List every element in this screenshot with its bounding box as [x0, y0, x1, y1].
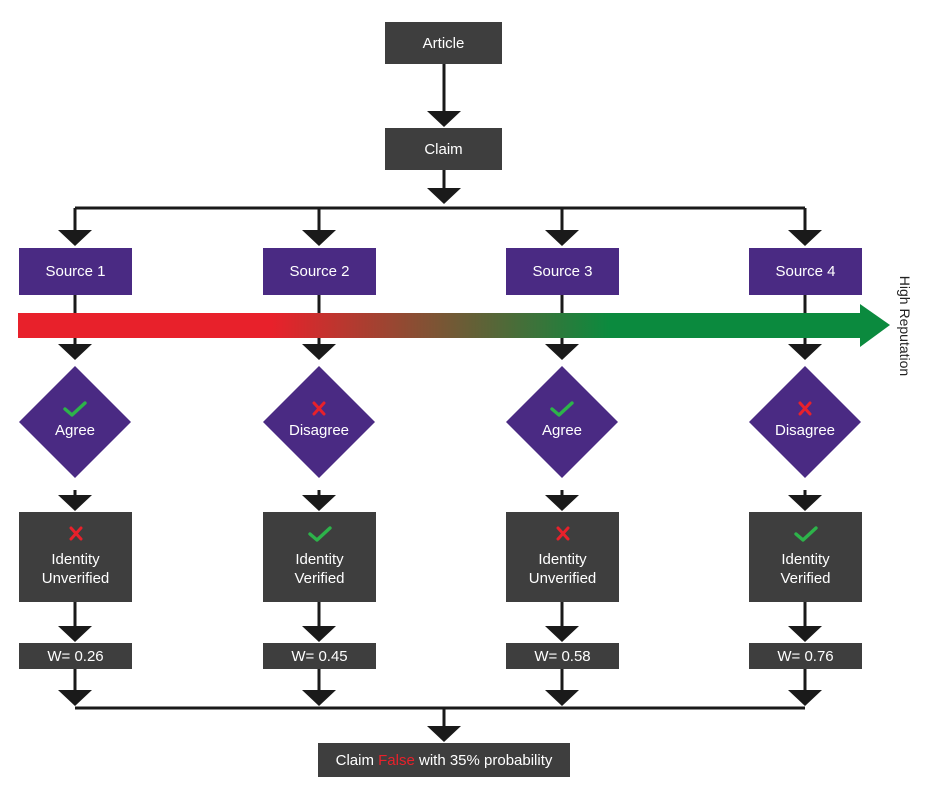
identity-line-1: Identity [295, 551, 344, 568]
weight-node: W= 0.45 [263, 643, 376, 669]
cross-icon [798, 401, 812, 421]
decision-label: Agree [54, 422, 96, 439]
identity-node: Identity Unverified [506, 512, 619, 602]
identity-node: Identity Verified [263, 512, 376, 602]
reputation-arrow-head [860, 304, 890, 347]
arrow-head [58, 344, 92, 360]
decision-label: Disagree [288, 422, 350, 439]
source-node: Source 4 [749, 248, 862, 295]
arrow-head [788, 495, 822, 511]
arrow-head [427, 188, 461, 204]
source-label: Source 1 [45, 263, 106, 280]
arrow-head [545, 495, 579, 511]
result-prefix: Claim [335, 751, 374, 769]
result-suffix: with 35% probability [418, 751, 553, 769]
source-label: Source 2 [289, 263, 350, 280]
decision-label: Disagree [774, 422, 836, 439]
weight-label: W= 0.58 [534, 647, 591, 665]
identity-line-1: Identity [781, 551, 830, 568]
arrow-head [58, 690, 92, 706]
decision-diamond [749, 366, 861, 478]
high-reputation-label: High Reputation [897, 275, 913, 377]
arrow-head [58, 626, 92, 642]
arrow-head [302, 495, 336, 511]
identity-line-1: Identity [538, 551, 587, 568]
weight-label: W= 0.26 [47, 647, 104, 665]
source-node: Source 2 [263, 248, 376, 295]
source-node: Source 3 [506, 248, 619, 295]
arrow-head [545, 230, 579, 246]
article-node: Article [385, 22, 502, 64]
check-icon [63, 401, 87, 422]
identity-line-2: Unverified [41, 570, 110, 587]
cross-icon [556, 526, 570, 544]
decision-diamond [506, 366, 618, 478]
weight-node: W= 0.26 [19, 643, 132, 669]
arrow-head [788, 690, 822, 706]
claim-label: Claim [424, 140, 463, 158]
decision-label: Agree [541, 422, 583, 439]
decision-diamond [263, 366, 375, 478]
reputation-gradient-bar [18, 313, 863, 338]
arrow-head [302, 230, 336, 246]
weight-node: W= 0.58 [506, 643, 619, 669]
weight-label: W= 0.45 [291, 647, 348, 665]
result-text: Claim False with 35% probability [336, 752, 553, 769]
arrow-head [302, 626, 336, 642]
source-label: Source 3 [532, 263, 593, 280]
arrow-head [427, 111, 461, 127]
source-node: Source 1 [19, 248, 132, 295]
decision-diamond [19, 366, 131, 478]
arrow-head [788, 230, 822, 246]
arrow-head [302, 344, 336, 360]
arrow-head [788, 344, 822, 360]
claim-node: Claim [385, 128, 502, 170]
check-icon [550, 401, 574, 422]
result-highlight: False [378, 751, 415, 769]
source-label: Source 4 [775, 263, 836, 280]
arrow-head [58, 230, 92, 246]
arrow-head [545, 626, 579, 642]
identity-line-2: Verified [780, 570, 831, 587]
identity-node: Identity Verified [749, 512, 862, 602]
arrow-head [788, 626, 822, 642]
arrow-head [302, 690, 336, 706]
weight-node: W= 0.76 [749, 643, 862, 669]
arrow-head [545, 344, 579, 360]
identity-line-2: Unverified [528, 570, 597, 587]
check-icon [307, 526, 332, 544]
article-label: Article [422, 34, 465, 52]
arrow-head [545, 690, 579, 706]
weight-label: W= 0.76 [777, 647, 834, 665]
arrow-head [427, 726, 461, 742]
cross-icon [312, 401, 326, 421]
identity-line-1: Identity [51, 551, 100, 568]
cross-icon [69, 526, 83, 544]
result-node: Claim False with 35% probability [318, 743, 570, 777]
arrow-head [58, 495, 92, 511]
identity-node: Identity Unverified [19, 512, 132, 602]
check-icon [793, 526, 818, 544]
identity-line-2: Verified [294, 570, 345, 587]
